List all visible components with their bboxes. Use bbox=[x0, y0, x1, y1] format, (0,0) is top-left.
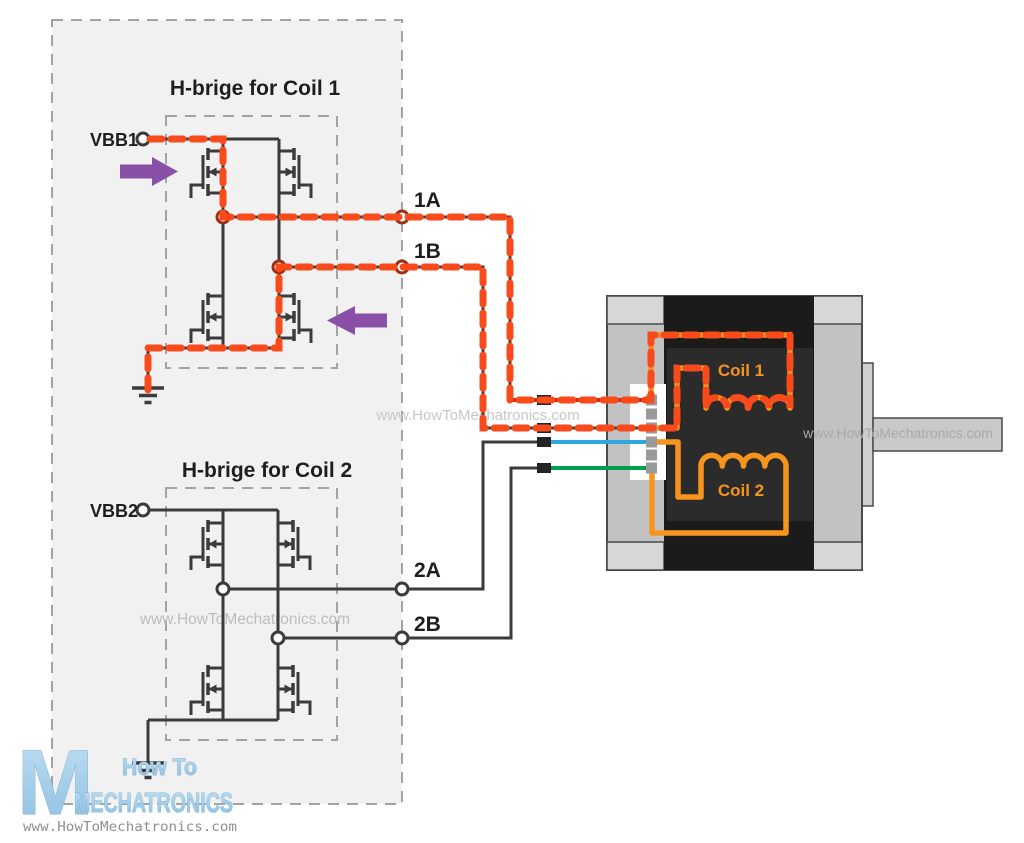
node-2b bbox=[394, 630, 410, 646]
ground2-icon bbox=[132, 761, 164, 780]
logo-url: www.HowToMechatronics.com bbox=[23, 819, 237, 835]
wire-1a-label: 1A bbox=[414, 189, 441, 212]
logo-line2: MECHATRONICS bbox=[74, 787, 233, 818]
vbb2-label: VBB2 bbox=[90, 501, 138, 521]
vbb1-label: VBB1 bbox=[90, 130, 138, 150]
arrow-left-icon bbox=[327, 306, 387, 335]
hbridge1-title: H-brige for Coil 1 bbox=[170, 77, 341, 100]
node-2a bbox=[394, 581, 410, 597]
watermark-center: www.HowToMechatronics.com bbox=[375, 407, 579, 424]
vbb2-terminal bbox=[135, 502, 151, 518]
watermark-motor: www.HowToMechatronics.com bbox=[802, 425, 993, 441]
site-logo: M How To MECHATRONICS www.HowToMechatron… bbox=[17, 732, 237, 836]
watermark-bridge2: www.HowToMechatronics.com bbox=[139, 611, 350, 628]
arrow-right-icon bbox=[120, 157, 178, 186]
hbridge2-title: H-brige for Coil 2 bbox=[182, 459, 352, 482]
coil2-label: Coil 2 bbox=[718, 481, 764, 500]
coil2-winding bbox=[649, 439, 789, 536]
driver-region-box bbox=[51, 19, 403, 805]
wire-2b-label: 2B bbox=[414, 613, 441, 636]
current-direction-arrows bbox=[120, 157, 387, 335]
wire-2a-label: 2A bbox=[414, 559, 441, 582]
motor-shaft bbox=[872, 417, 1003, 452]
logo-monogram: M bbox=[17, 732, 94, 834]
wire-2a-run bbox=[223, 440, 550, 591]
current-path-overlay bbox=[144, 135, 794, 432]
hbridge1-box bbox=[165, 115, 338, 369]
logo-line1: How To bbox=[122, 754, 197, 781]
coil1-label: Coil 1 bbox=[718, 361, 764, 380]
hbridge2-box bbox=[165, 487, 338, 741]
wire-1b-label: 1B bbox=[414, 240, 441, 263]
